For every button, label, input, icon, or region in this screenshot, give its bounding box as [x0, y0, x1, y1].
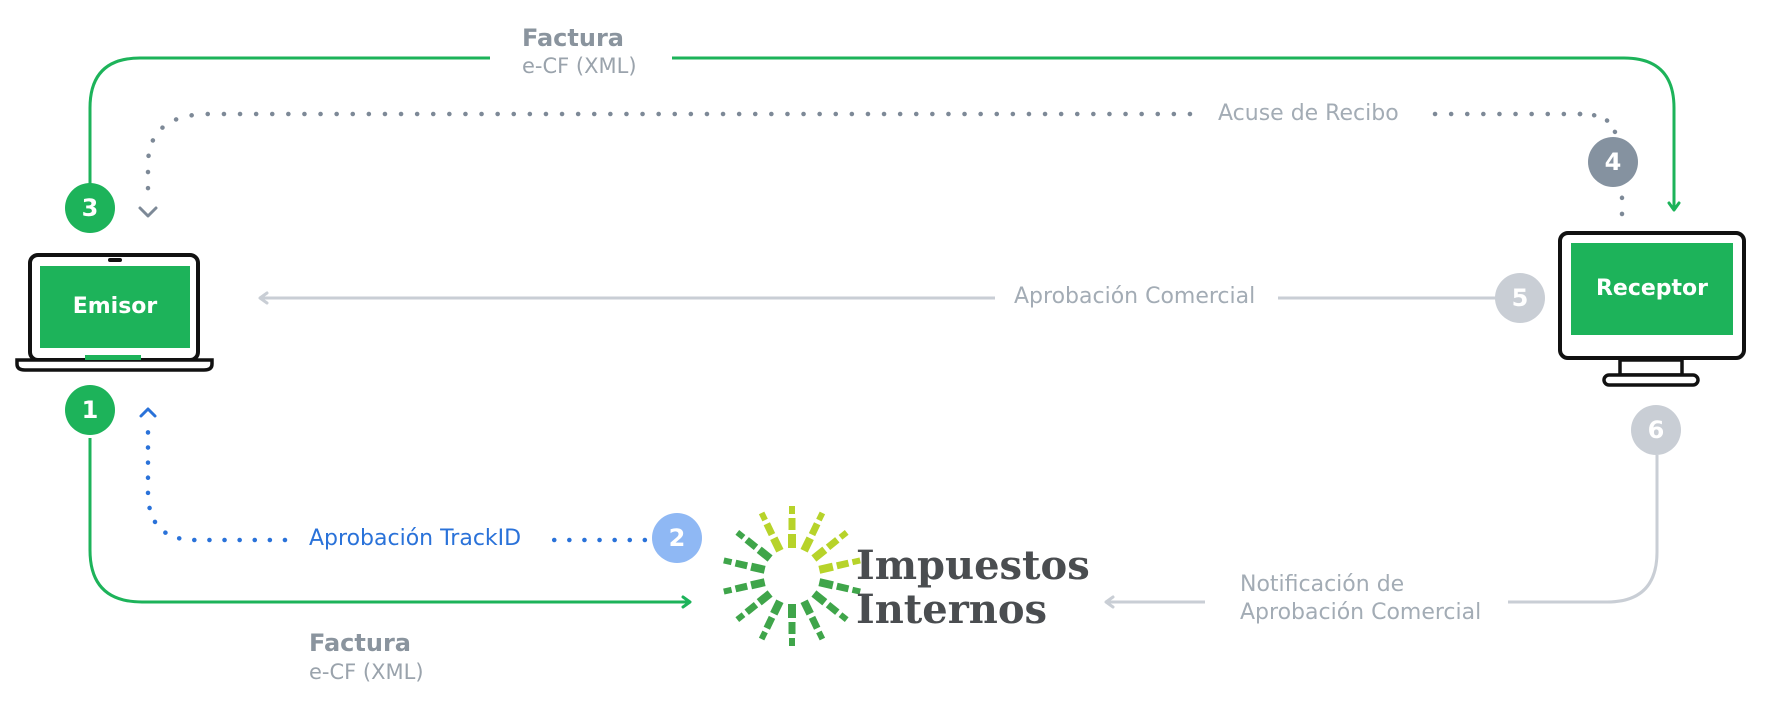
logo-ray	[723, 557, 733, 566]
notificacion-line1: Notificación de	[1240, 572, 1405, 597]
emisor-label: Emisor	[72, 294, 158, 319]
logo-line-2: Internos	[856, 586, 1048, 633]
logo-ray	[770, 536, 784, 553]
logo-ray	[836, 582, 850, 593]
step-5-badge: 5	[1495, 273, 1545, 323]
logo-ray	[818, 578, 834, 590]
step-6-badge: 6	[1631, 405, 1681, 455]
trackid-arrowhead	[139, 407, 157, 418]
notificacion-line2: Aprobación Comercial	[1240, 600, 1482, 625]
logo-ray	[808, 615, 821, 630]
factura-top-title: Factura	[522, 24, 624, 52]
logo-ray	[838, 612, 849, 622]
logo-ray	[851, 557, 861, 566]
logo-ray	[734, 559, 748, 570]
logo-ray	[838, 530, 849, 540]
trackid-connector-left	[145, 417, 288, 543]
monitor-icon	[1558, 231, 1746, 387]
acuse-connector-curve	[1577, 111, 1619, 143]
logo-ray	[836, 559, 850, 570]
logo-ray	[825, 601, 840, 615]
factura-bottom-subtitle: e-CF (XML)	[309, 660, 424, 684]
logo-ray	[756, 590, 773, 606]
logo-ray	[756, 546, 773, 562]
logo-ray	[758, 511, 768, 522]
logo-ray	[723, 586, 733, 595]
logo-ray	[750, 578, 766, 590]
logo-ray	[770, 599, 784, 616]
step-4-badge: 4	[1588, 137, 1638, 187]
logo-ray	[735, 612, 746, 622]
factura-bottom-title: Factura	[309, 629, 411, 657]
logo-ray	[818, 562, 834, 574]
logo-ray	[800, 599, 814, 616]
step-2-badge: 2	[652, 513, 702, 563]
logo-ray	[763, 615, 776, 630]
logo-ray	[811, 590, 828, 606]
step-1-badge: 1	[65, 385, 115, 435]
laptop-icon	[15, 253, 214, 372]
factura-bottom-connector	[88, 438, 692, 609]
acuse-connector	[145, 111, 1193, 203]
factura-top-subtitle: e-CF (XML)	[522, 54, 637, 78]
acuse-arrowhead	[138, 206, 158, 218]
logo-ray	[816, 511, 826, 522]
logo-ray	[825, 537, 840, 551]
logo-ray	[744, 601, 759, 615]
logo-ray	[851, 586, 861, 595]
logo-ray	[744, 537, 759, 551]
logo-ray	[758, 630, 768, 641]
sun-burst-logo-icon	[723, 506, 861, 646]
acuse-connector-right	[1427, 111, 1625, 217]
logo-ray	[811, 546, 828, 562]
logo-ray	[800, 536, 814, 553]
logo-ray	[734, 582, 748, 593]
logo-ray	[735, 530, 746, 540]
step-3-badge: 3	[65, 183, 115, 233]
logo-ray	[808, 522, 821, 537]
trackid-label: Aprobación TrackID	[309, 526, 522, 551]
aprobacion-comercial-label: Aprobación Comercial	[1014, 284, 1256, 309]
logo-ray	[816, 630, 826, 641]
factura-top-connector-arrow	[672, 56, 1681, 212]
factura-top-connector	[88, 56, 490, 188]
receptor-label: Receptor	[1595, 276, 1709, 301]
logo-ray	[763, 522, 776, 537]
acuse-label: Acuse de Recibo	[1218, 101, 1399, 126]
logo-line-1: Impuestos	[856, 542, 1090, 589]
notificacion-connector	[1508, 455, 1659, 604]
logo-ray	[750, 562, 766, 574]
